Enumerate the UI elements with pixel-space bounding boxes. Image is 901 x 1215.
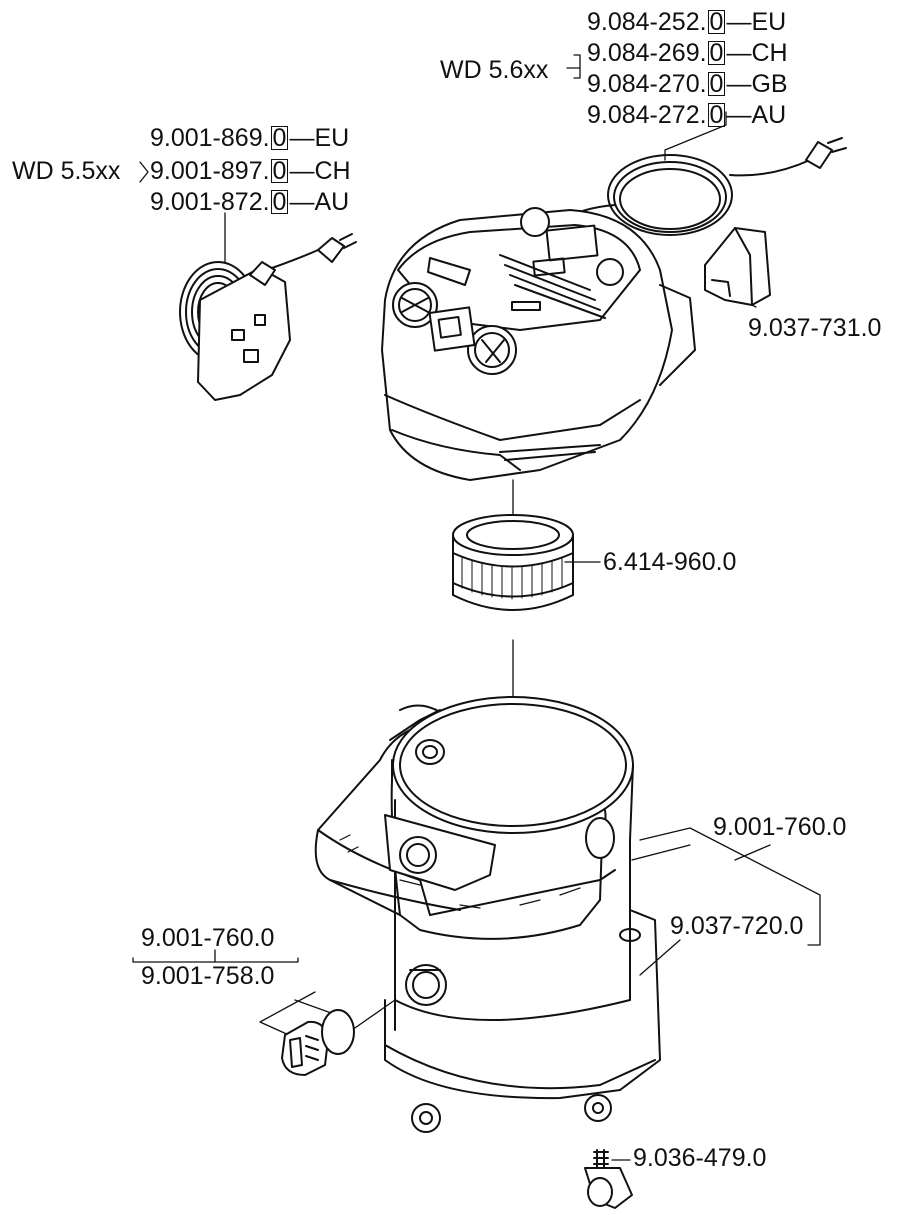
part-number-cover: 9.037-731.0: [748, 314, 882, 342]
cartridge-filter-illustration: [452, 514, 574, 611]
part-number-base: 9.037-720.0: [670, 912, 804, 940]
model-label-wd55: WD 5.5xx: [12, 157, 121, 185]
part-number-cable-gb: 9.084-270.0—GB: [587, 70, 788, 98]
part-number-container-set: 9.001-760.0: [713, 813, 847, 841]
part-number-hose-adapter-set: 9.001-760.0: [141, 924, 275, 952]
model-label-wd56: WD 5.6xx: [440, 56, 549, 84]
part-number-filter: 6.414-960.0: [603, 548, 737, 576]
part-number-cable-au: 9.084-272.0—AU: [587, 101, 787, 129]
castor-illustration: [584, 1149, 633, 1209]
part-number-hose-adapter: 9.001-758.0: [141, 962, 275, 990]
cover-illustration: [704, 227, 771, 306]
callout-brackets: [132, 54, 581, 963]
part-number-reel-au: 9.001-872.0—AU: [150, 188, 350, 216]
part-number-reel-eu: 9.001-869.0—EU: [150, 124, 350, 152]
part-number-cable-ch: 9.084-269.0—CH: [587, 39, 788, 67]
part-number-cable-eu: 9.084-252.0—EU: [587, 8, 787, 36]
motor-head-illustration: [381, 207, 696, 481]
part-number-castor: 9.036-479.0: [633, 1144, 767, 1172]
coiled-cable-illustration: [564, 137, 847, 236]
container-illustration: [314, 696, 661, 1133]
cord-reel-illustration: [179, 233, 357, 401]
part-number-reel-ch: 9.001-897.0—CH: [150, 157, 351, 185]
hose-adapter-illustration: [281, 1009, 355, 1076]
